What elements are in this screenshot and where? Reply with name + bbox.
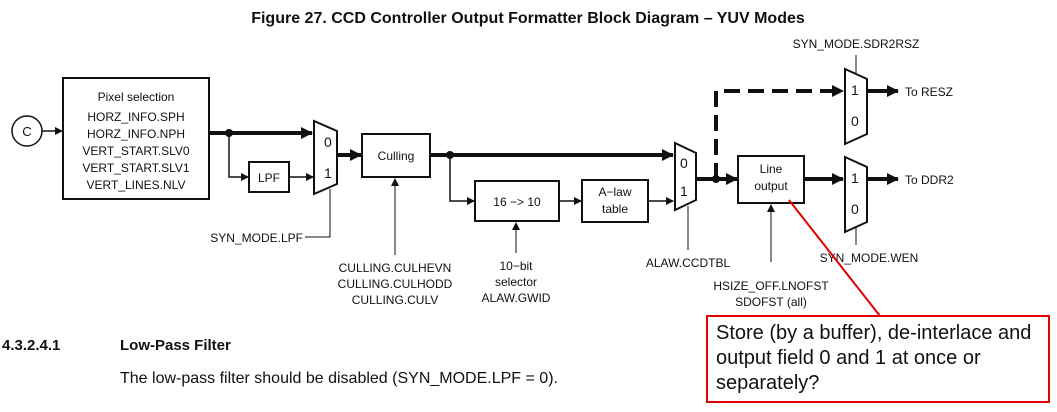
line-output-block <box>737 155 805 204</box>
culling-block <box>361 133 431 178</box>
hsize-label: HSIZE_OFF.LNOFST <box>713 279 829 293</box>
culling-label: Culling <box>378 149 415 163</box>
syn-mode-sdr2rsz-label: SYN_MODE.SDR2RSZ <box>793 37 920 51</box>
to-ddr2-label: To DDR2 <box>905 173 954 187</box>
culling-control-label: CULLING.CULV <box>352 293 438 307</box>
pixel-selection-line: VERT_START.SLV0 <box>82 144 189 158</box>
lpf-mux-input-0: 0 <box>324 134 332 150</box>
selector-label: ALAW.GWID <box>482 291 551 305</box>
branch-to-lpf <box>228 133 249 181</box>
culling-control-label: CULLING.CULHEVN <box>339 261 452 275</box>
section-title: Low-Pass Filter <box>120 337 231 354</box>
body-paragraph: The low-pass filter should be disabled (… <box>120 370 558 387</box>
pixel-selection-line: VERT_START.SLV1 <box>82 161 189 175</box>
lpf-mux-input-1: 1 <box>324 165 332 181</box>
selector-label: selector <box>495 275 537 289</box>
section-number: 4.3.2.4.1 <box>2 337 61 354</box>
pixel-selection-line: HORZ_INFO.SPH <box>87 110 184 124</box>
resz-mux-input-1: 1 <box>851 82 859 98</box>
alaw-table-label: table <box>602 202 628 216</box>
pixel-selection-block <box>62 77 210 200</box>
pixel-selection-title: Pixel selection <box>98 90 175 104</box>
syn-mode-wen-label: SYN_MODE.WEN <box>820 251 919 265</box>
annotation-callout: Store (by a buffer), de-interlace and ou… <box>706 315 1050 403</box>
line-output-label: Line <box>760 162 783 176</box>
to-resz-label: To RESZ <box>905 85 953 99</box>
line-output-label: output <box>754 179 788 193</box>
figure-title: Figure 27. CCD Controller Output Formatt… <box>251 10 805 27</box>
alaw-mux-input-0: 0 <box>680 155 688 171</box>
ddr2-mux-input-1: 1 <box>851 170 859 186</box>
alaw-mux-input-1: 1 <box>680 183 688 199</box>
converter-label: 16 −> 10 <box>493 195 541 209</box>
hsize-label: SDOFST (all) <box>735 295 807 309</box>
ddr2-mux <box>844 155 868 234</box>
resz-mux-input-0: 0 <box>851 113 859 129</box>
resz-mux <box>844 67 868 146</box>
lpf-select-line <box>305 189 331 238</box>
branch-to-converter <box>449 155 475 205</box>
annotation-pointer <box>788 199 881 317</box>
pixel-selection-line: HORZ_INFO.NPH <box>87 127 185 141</box>
alaw-table-label: A−law <box>598 185 631 199</box>
input-label: C <box>22 124 31 139</box>
lpf-mux <box>313 119 338 196</box>
ddr2-mux-input-0: 0 <box>851 201 859 217</box>
pixel-selection-line: VERT_LINES.NLV <box>87 178 186 192</box>
alaw-mux <box>674 141 697 212</box>
selector-label: 10−bit <box>499 259 533 273</box>
dashed-path-to-resz <box>714 85 844 179</box>
lpf-block <box>248 161 290 193</box>
culling-control-label: CULLING.CULHODD <box>338 277 453 291</box>
converter-block <box>474 180 560 222</box>
lpf-label: LPF <box>258 171 280 185</box>
alaw-ccdtbl-label: ALAW.CCDTBL <box>646 256 731 270</box>
section-heading: 4.3.2.4.1 Low-Pass Filter <box>2 337 231 354</box>
syn-mode-lpf-label: SYN_MODE.LPF <box>210 231 303 245</box>
